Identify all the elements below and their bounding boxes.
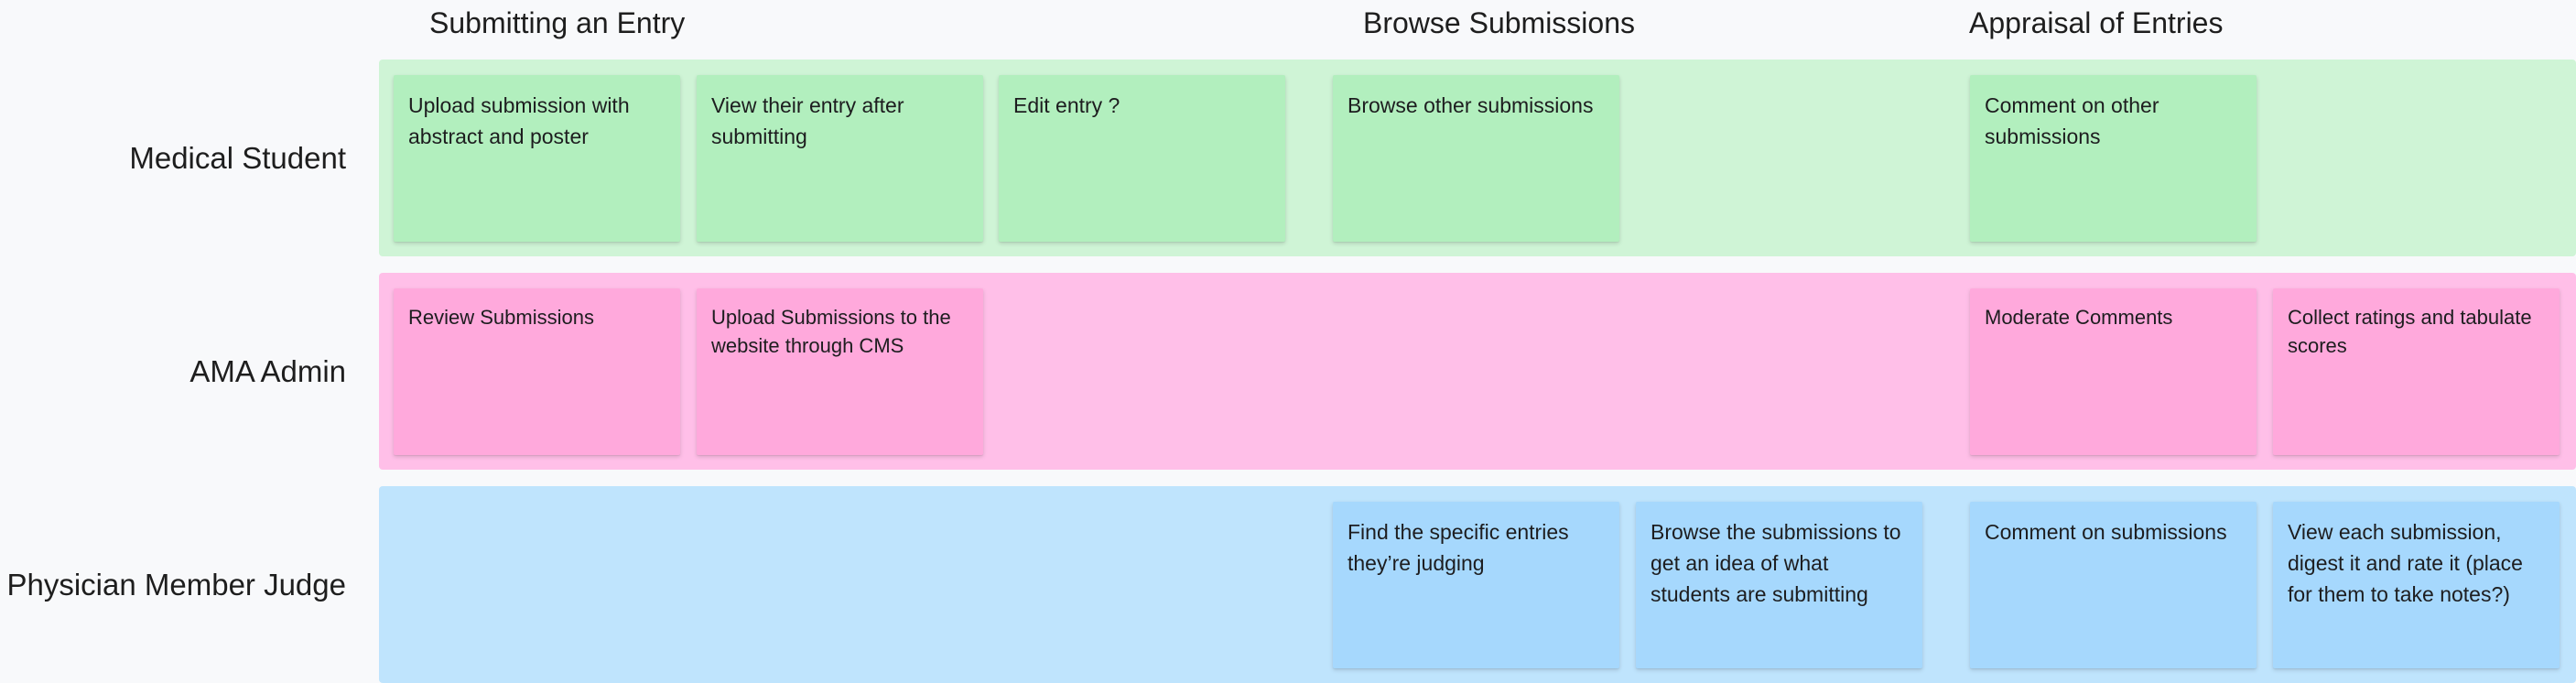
sticky-note[interactable]: Upload submission with abstract and post…: [394, 75, 680, 242]
sticky-note-text: Browse other submissions: [1348, 93, 1594, 117]
sticky-note[interactable]: Browse other submissions: [1333, 75, 1619, 242]
sticky-note-text: Upload Submissions to the website throug…: [711, 306, 951, 357]
sticky-note[interactable]: Edit entry ?: [999, 75, 1285, 242]
sticky-note-text: Review Submissions: [408, 306, 594, 329]
sticky-note[interactable]: View their entry after submitting: [697, 75, 983, 242]
sticky-note-text: Find the specific entries they’re judgin…: [1348, 520, 1569, 575]
lane-label-physician-member-judge: Physician Member Judge: [6, 568, 346, 602]
column-header-submitting-an-entry: Submitting an Entry: [429, 6, 686, 39]
sticky-note[interactable]: Browse the submissions to get an idea of…: [1636, 502, 1922, 668]
sticky-note-text: Edit entry ?: [1013, 93, 1120, 117]
sticky-note-text: Comment on submissions: [1985, 520, 2227, 544]
lane-label-medical-student: Medical Student: [129, 141, 346, 175]
sticky-note-text: Browse the submissions to get an idea of…: [1651, 520, 1901, 606]
sticky-note[interactable]: Review Submissions: [394, 288, 680, 455]
sticky-note[interactable]: Comment on submissions: [1970, 502, 2257, 668]
sticky-note-text: Upload submission with abstract and post…: [408, 93, 630, 148]
sticky-note[interactable]: Comment on other submissions: [1970, 75, 2257, 242]
sticky-note-text: View their entry after submitting: [711, 93, 904, 148]
lane-label-ama-admin: AMA Admin: [189, 354, 346, 388]
sticky-note-text: Moderate Comments: [1985, 306, 2173, 329]
sticky-note[interactable]: View each submission, digest it and rate…: [2273, 502, 2560, 668]
sticky-note[interactable]: Moderate Comments: [1970, 288, 2257, 455]
column-header-appraisal-of-entries: Appraisal of Entries: [1969, 6, 2224, 39]
sticky-note-text: Collect ratings and tabulate scores: [2288, 306, 2532, 357]
sticky-note[interactable]: Collect ratings and tabulate scores: [2273, 288, 2560, 455]
sticky-note-text: Comment on other submissions: [1985, 93, 2159, 148]
column-header-browse-submissions: Browse Submissions: [1363, 6, 1635, 39]
sticky-note[interactable]: Find the specific entries they’re judgin…: [1333, 502, 1619, 668]
sticky-note[interactable]: Upload Submissions to the website throug…: [697, 288, 983, 455]
sticky-note-text: View each submission, digest it and rate…: [2288, 520, 2523, 606]
